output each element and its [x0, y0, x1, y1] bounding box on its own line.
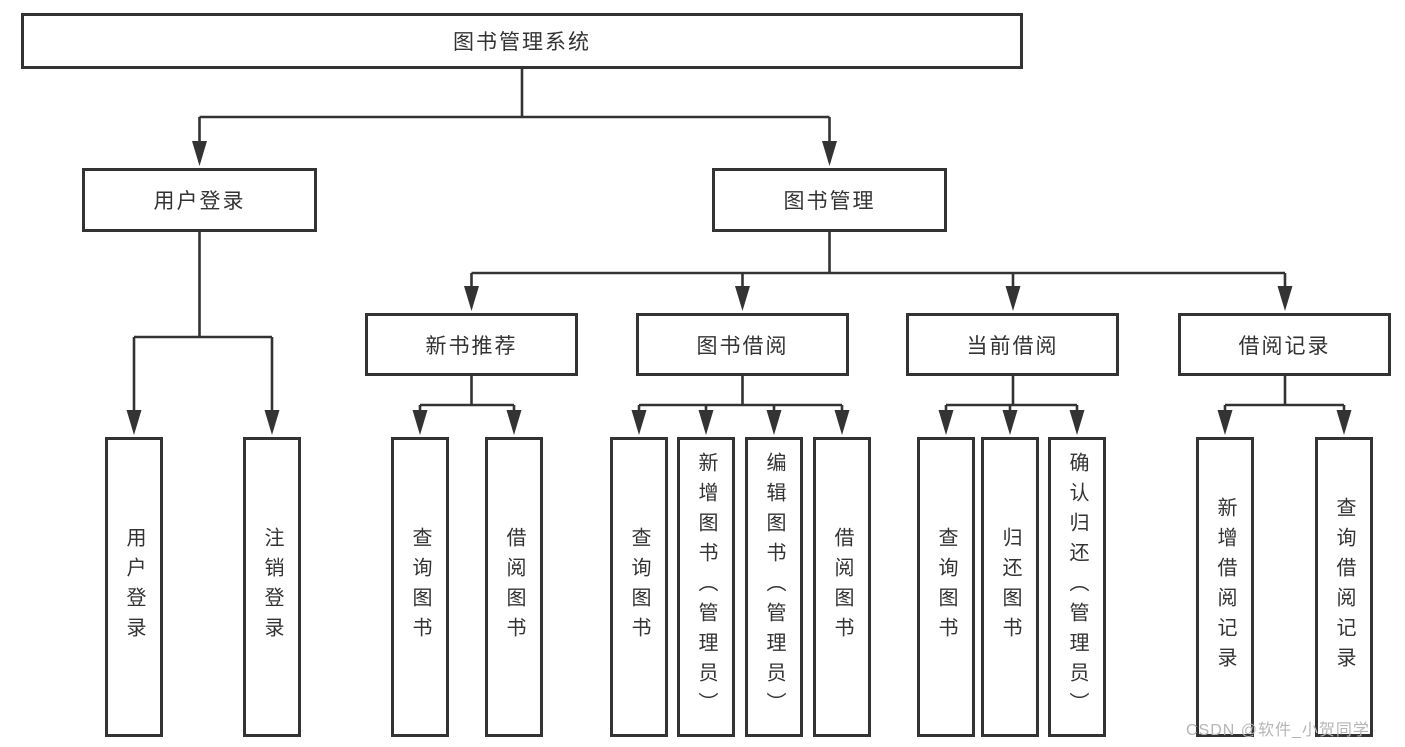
arrowhead [1336, 410, 1352, 435]
node-label: 新增图书（管理员） [695, 452, 717, 722]
arrowhead [834, 410, 850, 435]
arrowhead [126, 410, 142, 435]
node-borrow-books-recommendation: 借阅图书 [485, 437, 543, 737]
arrowhead [698, 410, 714, 435]
node-user-login: 用户登录 [82, 168, 317, 232]
node-query-books-borrowing: 查询图书 [610, 437, 668, 737]
node-label: 编辑图书（管理员） [763, 452, 785, 722]
node-label: 图书管理系统 [453, 31, 591, 54]
node-label: 新书推荐 [425, 334, 518, 358]
node-label: 查询图书 [409, 527, 431, 647]
node-label: 图书管理 [783, 190, 876, 213]
arrowhead [1002, 410, 1018, 435]
node-label: 图书借阅 [696, 334, 789, 358]
node-logout: 注销登录 [243, 437, 301, 737]
node-return-books: 归还图书 [981, 437, 1039, 737]
watermark-text: CSDN @软件_小贺同学 [1186, 722, 1370, 739]
arrowhead [192, 141, 207, 166]
node-add-books-admin: 新增图书（管理员） [677, 437, 735, 737]
arrowhead [766, 410, 782, 435]
arrowhead [735, 286, 750, 311]
node-label: 用户登录 [153, 190, 246, 213]
arrowhead [1277, 286, 1293, 311]
node-confirm-return-admin: 确认归还（管理员） [1048, 437, 1106, 737]
arrowhead [822, 141, 837, 166]
node-book-management: 图书管理 [712, 168, 947, 232]
node-label: 查询图书 [628, 527, 650, 647]
node-add-borrow-record: 新增借阅记录 [1196, 437, 1254, 737]
node-label: 查询借阅记录 [1333, 497, 1355, 677]
node-borrowing-records: 借阅记录 [1178, 313, 1391, 376]
node-book-borrowing: 图书借阅 [636, 313, 849, 376]
node-label: 查询图书 [935, 527, 957, 647]
node-borrow-books-borrowing: 借阅图书 [813, 437, 871, 737]
node-user-login-leaf: 用户登录 [105, 437, 163, 737]
node-label: 借阅记录 [1238, 334, 1331, 358]
node-library-management-system: 图书管理系统 [21, 13, 1023, 69]
arrowhead [412, 410, 428, 435]
node-label: 借阅图书 [503, 527, 525, 647]
arrowhead [631, 410, 647, 435]
node-query-books-recommendation: 查询图书 [391, 437, 449, 737]
arrowhead [1069, 410, 1085, 435]
node-label: 归还图书 [999, 527, 1021, 647]
node-label: 用户登录 [123, 527, 145, 647]
node-edit-books-admin: 编辑图书（管理员） [745, 437, 803, 737]
arrowhead [464, 286, 479, 311]
node-query-books-current: 查询图书 [917, 437, 975, 737]
arrowhead [938, 410, 954, 435]
node-label: 借阅图书 [831, 527, 853, 647]
node-query-borrow-record: 查询借阅记录 [1315, 437, 1373, 737]
node-new-book-recommendation: 新书推荐 [365, 313, 578, 376]
arrowhead [1217, 410, 1233, 435]
arrowhead [506, 410, 522, 435]
node-label: 当前借阅 [966, 334, 1059, 358]
node-label: 新增借阅记录 [1214, 497, 1236, 677]
arrowhead [264, 410, 280, 435]
arrowhead [1005, 286, 1021, 311]
node-label: 注销登录 [261, 527, 283, 647]
node-label: 确认归还（管理员） [1066, 452, 1088, 722]
node-current-borrowing: 当前借阅 [906, 313, 1119, 376]
